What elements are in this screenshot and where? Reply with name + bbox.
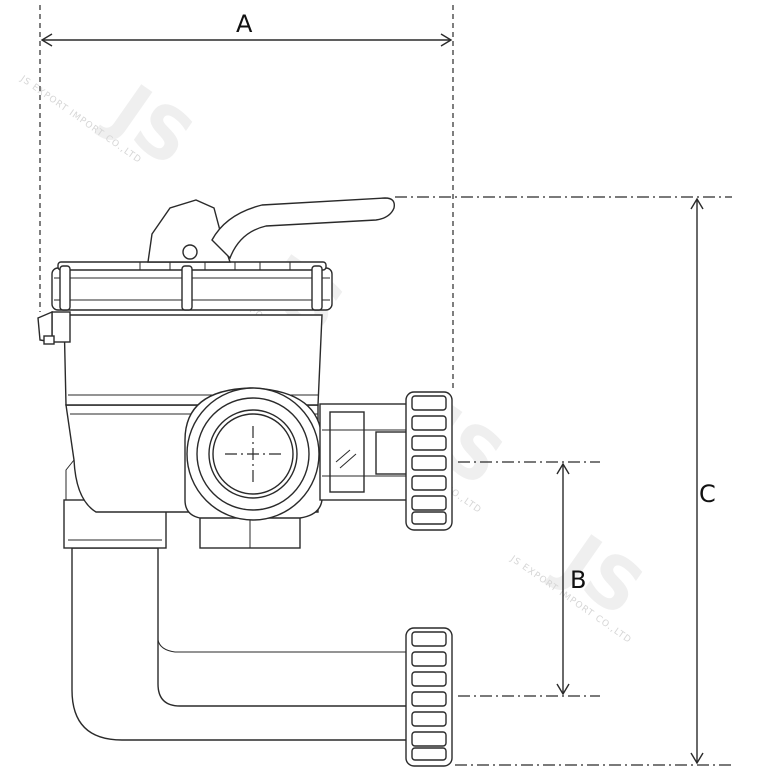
- side-pipe: [319, 403, 413, 501]
- arrow-head: [690, 197, 704, 210]
- valve-body-upper: [63, 314, 323, 406]
- dimension-a: A: [39, 5, 454, 390]
- elbow-pipe: [71, 547, 409, 741]
- lid-clamp: [59, 265, 71, 311]
- arrow-head: [690, 752, 704, 765]
- upper-union-nut: [405, 391, 453, 531]
- watermark-logo: JS: [92, 66, 209, 183]
- arrow-head: [556, 462, 570, 475]
- elbow-inner-edge: [157, 639, 408, 653]
- dimension-c: C: [395, 196, 732, 766]
- valve-handle: [147, 197, 395, 263]
- arrow-head: [440, 33, 453, 47]
- label-c: C: [699, 480, 716, 508]
- lid-clamp: [181, 265, 193, 311]
- lower-union-nut: [405, 627, 453, 767]
- drain-knob: [37, 310, 71, 345]
- multiport-valve: [37, 197, 453, 767]
- lid-clamp: [311, 265, 323, 311]
- dimension-b: B: [458, 461, 600, 697]
- label-b: B: [570, 566, 586, 594]
- label-a: A: [236, 10, 253, 38]
- arrow-head: [556, 683, 570, 696]
- front-port: [184, 387, 323, 521]
- body-lower-edge: [65, 459, 75, 500]
- arrow-head: [40, 33, 53, 47]
- handle-pin: [182, 244, 198, 260]
